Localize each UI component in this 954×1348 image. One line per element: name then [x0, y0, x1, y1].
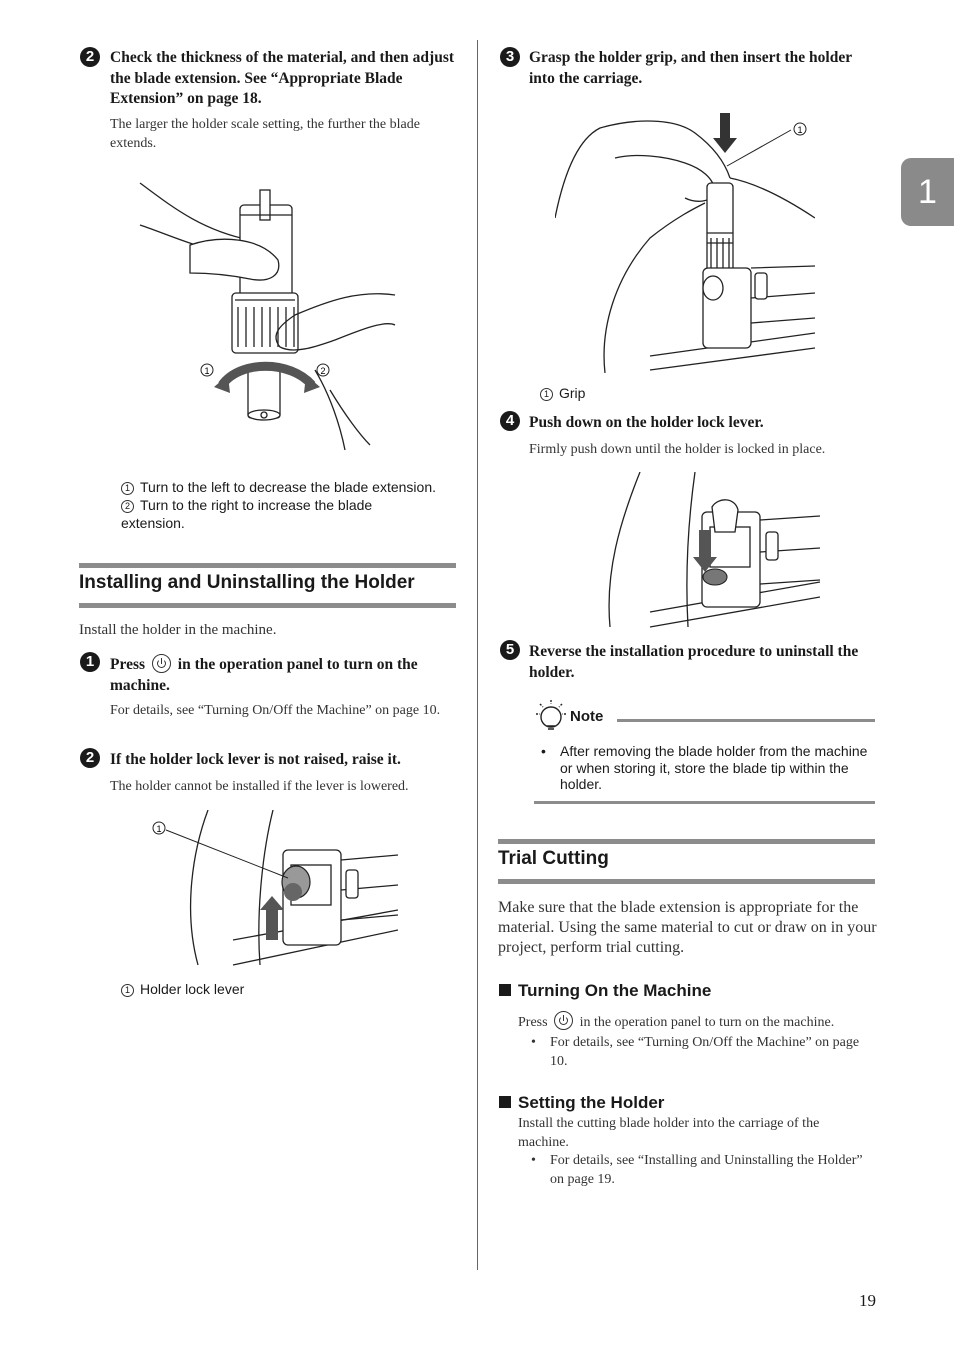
step-heading: If the holder lock lever is not raised, … [110, 751, 401, 768]
caption-number: 1 [121, 482, 134, 495]
step-heading: Press in the operation panel to turn on … [110, 654, 465, 696]
step-number-2: 2 [80, 47, 100, 67]
subsection-body: Install the cutting blade holder into th… [518, 1116, 820, 1150]
step-number-1: 1 [80, 652, 100, 672]
note-bullet-text: After removing the blade holder from the… [560, 743, 868, 792]
insert-holder-figure: 1 [555, 113, 815, 373]
step-heading-post: in the operation panel to turn on the ma… [110, 656, 418, 694]
section-rule-top [498, 839, 875, 844]
step-heading-pre: Press [110, 656, 146, 673]
step-heading: Reverse the installation procedure to un… [529, 643, 859, 681]
figure-caption-1: 1 Holder lock lever [121, 981, 244, 999]
chapter-number: 1 [918, 173, 937, 211]
subsection-title: Setting the Holder [499, 1093, 664, 1113]
figure-callout-1: 1 [797, 125, 802, 135]
figure-callout-2: 2 [320, 366, 325, 376]
step-number-2: 2 [80, 748, 100, 768]
step-body: The larger the holder scale setting, the… [110, 117, 420, 151]
figure-caption-1: 1 Turn to the left to decrease the blade … [121, 479, 466, 497]
section-rule-bottom [498, 879, 875, 884]
figure-caption-1: 1 Grip [540, 385, 585, 403]
push-lever-figure [608, 472, 820, 628]
bullet-dot: • [531, 1035, 536, 1050]
power-icon [554, 1011, 574, 1030]
bullet-dot: • [531, 1153, 536, 1168]
step-heading: Check the thickness of the material, and… [110, 49, 455, 107]
page-number: 19 [859, 1291, 876, 1310]
caption-number: 2 [121, 500, 134, 513]
holder-lock-lever-figure: 1 [152, 810, 398, 966]
step-body: Firmly push down until the holder is loc… [529, 442, 826, 457]
section-rule-bottom [79, 603, 456, 608]
bullet-text: For details, see “Turning On/Off the Mac… [550, 1035, 860, 1069]
caption-number: 1 [540, 388, 553, 401]
section-intro: Install the holder in the machine. [79, 622, 277, 638]
subsection-body: Press in the operation panel to turn on … [518, 1011, 888, 1032]
caption-text: Holder lock lever [140, 981, 245, 997]
step-heading: Push down on the holder lock lever. [529, 414, 764, 431]
note-rule-bottom [534, 801, 875, 804]
section-rule-top [79, 563, 456, 568]
step-number-5: 5 [500, 640, 520, 660]
figure-callout-1: 1 [156, 824, 161, 834]
subsection-title-text: Turning On the Machine [518, 981, 712, 1000]
note-label: Note [570, 708, 604, 725]
column-divider [477, 40, 478, 1270]
caption-text: Grip [559, 385, 586, 401]
figure-callout-1: 1 [204, 366, 209, 376]
subsection-title-text: Setting the Holder [518, 1093, 665, 1112]
caption-text: Turn to the left to decrease the blade e… [140, 479, 437, 495]
note-box: Note • After removing the blade holder fr… [534, 697, 875, 805]
bullet-text: For details, see “Installing and Uninsta… [550, 1153, 863, 1187]
note-bullet: • After removing the blade holder from th… [541, 743, 870, 793]
step-heading: Grasp the holder grip, and then insert t… [529, 49, 852, 87]
note-rule-top [617, 719, 875, 722]
step-body: For details, see “Turning On/Off the Mac… [110, 703, 441, 718]
square-bullet-icon [499, 1096, 511, 1108]
subsection-bullet: • For details, see “Turning On/Off the Ma… [531, 1033, 870, 1071]
chapter-tab: 1 [901, 158, 954, 226]
subsection-bullet: • For details, see “Installing and Uninst… [531, 1151, 870, 1189]
blade-holder-figure: 1 2 [139, 182, 396, 451]
step-number-3: 3 [500, 47, 520, 67]
section-title: Installing and Uninstalling the Holder [79, 572, 415, 593]
lightbulb-icon [536, 700, 566, 730]
section-intro: Make sure that the blade extension is ap… [498, 899, 877, 956]
step-number-4: 4 [500, 411, 520, 431]
body-post: in the operation panel to turn on the ma… [579, 1015, 835, 1030]
bullet-dot: • [541, 743, 546, 759]
body-pre: Press [518, 1015, 548, 1030]
step-body: The holder cannot be installed if the le… [110, 779, 409, 794]
subsection-title: Turning On the Machine [499, 981, 711, 1001]
caption-text: Turn to the right to increase the blade … [121, 497, 373, 531]
caption-number: 1 [121, 984, 134, 997]
power-icon [151, 654, 171, 673]
square-bullet-icon [499, 984, 511, 996]
section-title: Trial Cutting [498, 848, 609, 869]
